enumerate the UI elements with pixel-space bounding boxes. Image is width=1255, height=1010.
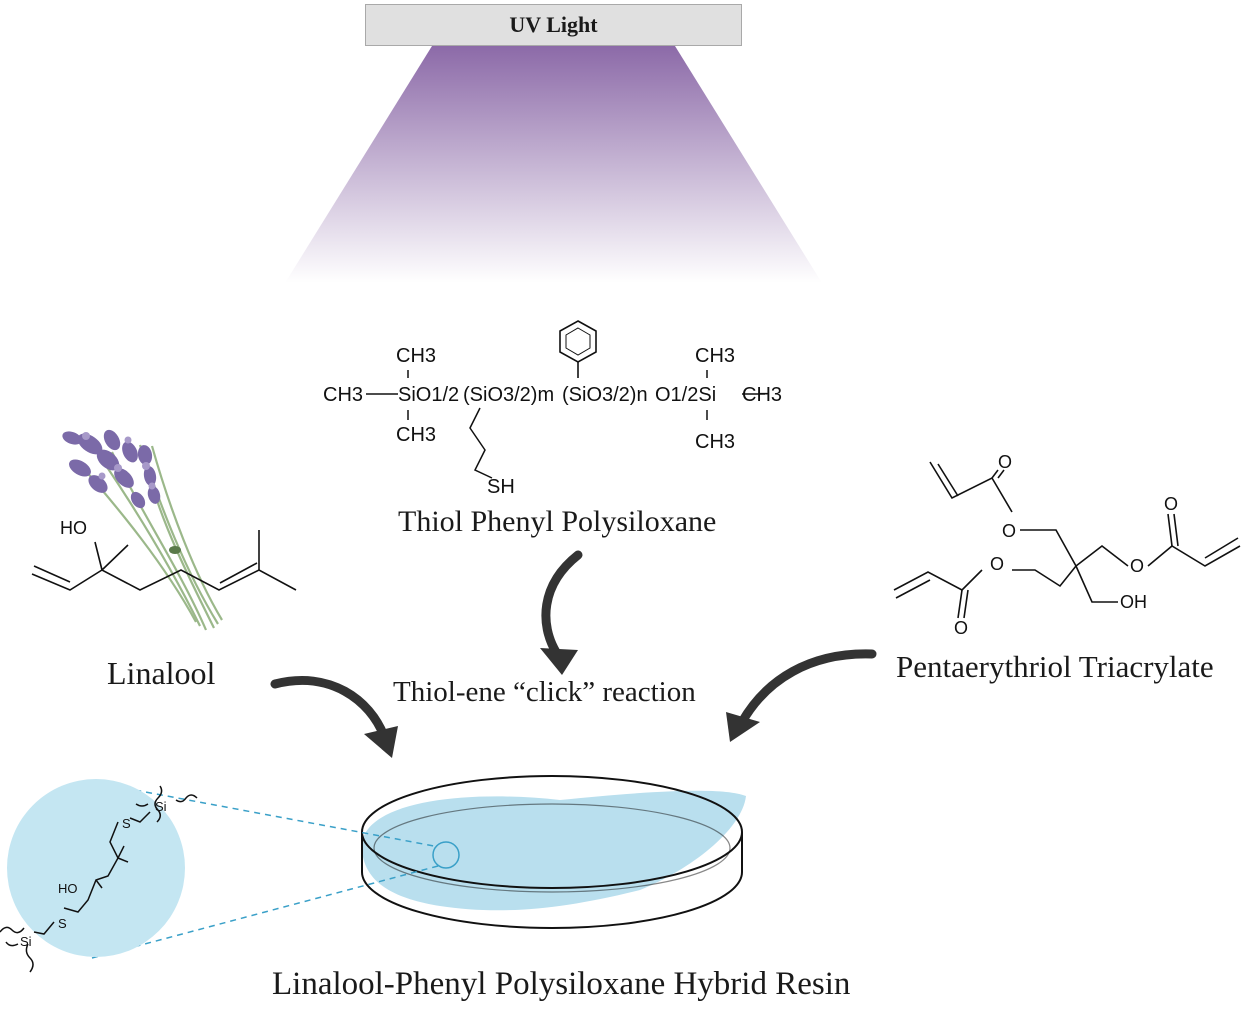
uv-beam	[285, 46, 822, 283]
atom-o-si-right: O1/2Si	[655, 384, 716, 406]
atom-ch3-left: CH3	[323, 384, 363, 406]
arrow-from-petra	[737, 649, 877, 727]
linalool-structure	[31, 530, 297, 591]
uv-light-source: UV Light	[365, 4, 742, 46]
linalool-caption: Linalool	[107, 655, 216, 691]
zoom-atom-si-2: Si	[20, 934, 32, 949]
reaction-label: Thiol-ene “click” reaction	[393, 676, 696, 708]
atom-petra-oh: OH	[1120, 592, 1147, 612]
atom-ch3-top-right: CH3	[695, 345, 735, 367]
atom-ch3-bottom-right: CH3	[695, 431, 735, 453]
atom-petra-o3: O	[1164, 494, 1178, 514]
arrow-heads	[364, 648, 760, 758]
product-caption: Linalool-Phenyl Polysiloxane Hybrid Resi…	[272, 966, 851, 1002]
zoom-atom-ho: HO	[58, 881, 78, 896]
atom-sh: SH	[487, 476, 515, 498]
atom-petra-o2: O	[1002, 521, 1016, 541]
petra-structure	[893, 461, 1241, 619]
atom-petra-o6: O	[954, 618, 968, 638]
atom-petra-o1: O	[998, 452, 1012, 472]
atom-petra-o5: O	[990, 554, 1004, 574]
lavender-illustration	[62, 429, 223, 631]
petra-caption: Pentaerythriol Triacrylate	[896, 649, 1214, 684]
thiol-polysiloxane-structure: CH3 CH3 SiO1/2 CH3 (SiO3/2)m (SiO3/2)n O…	[323, 320, 782, 498]
thiol-polysiloxane-caption: Thiol Phenyl Polysiloxane	[398, 505, 717, 538]
zoom-atom-s-2: S	[58, 916, 67, 931]
uv-light-label: UV Light	[509, 12, 598, 37]
arrow-from-thiol	[541, 550, 583, 657]
atom-si-o-left: SiO1/2	[398, 384, 459, 406]
atom-petra-o4: O	[1130, 556, 1144, 576]
phenyl-ring	[559, 320, 597, 378]
zoom-lines	[91, 781, 439, 959]
arrow-from-linalool	[270, 676, 389, 741]
zoom-atom-s-1: S	[122, 816, 131, 831]
atom-sio-m: (SiO3/2)m	[463, 384, 554, 406]
atom-linalool-ho: HO	[60, 518, 87, 538]
zoom-atom-si-1: Si	[155, 799, 167, 814]
atom-ch3-bottom-left: CH3	[396, 424, 436, 446]
atom-sio-n: (SiO3/2)n	[562, 384, 648, 406]
atom-ch3-right: CH3	[742, 384, 782, 406]
petri-dish	[361, 775, 746, 929]
zoom-spot	[432, 841, 460, 869]
atom-ch3-top-left: CH3	[396, 345, 436, 367]
reaction-arrows	[270, 550, 877, 741]
zoom-circle: Si S HO S Si	[0, 779, 198, 973]
petra-atoms: O O O O O O OH	[954, 452, 1178, 638]
